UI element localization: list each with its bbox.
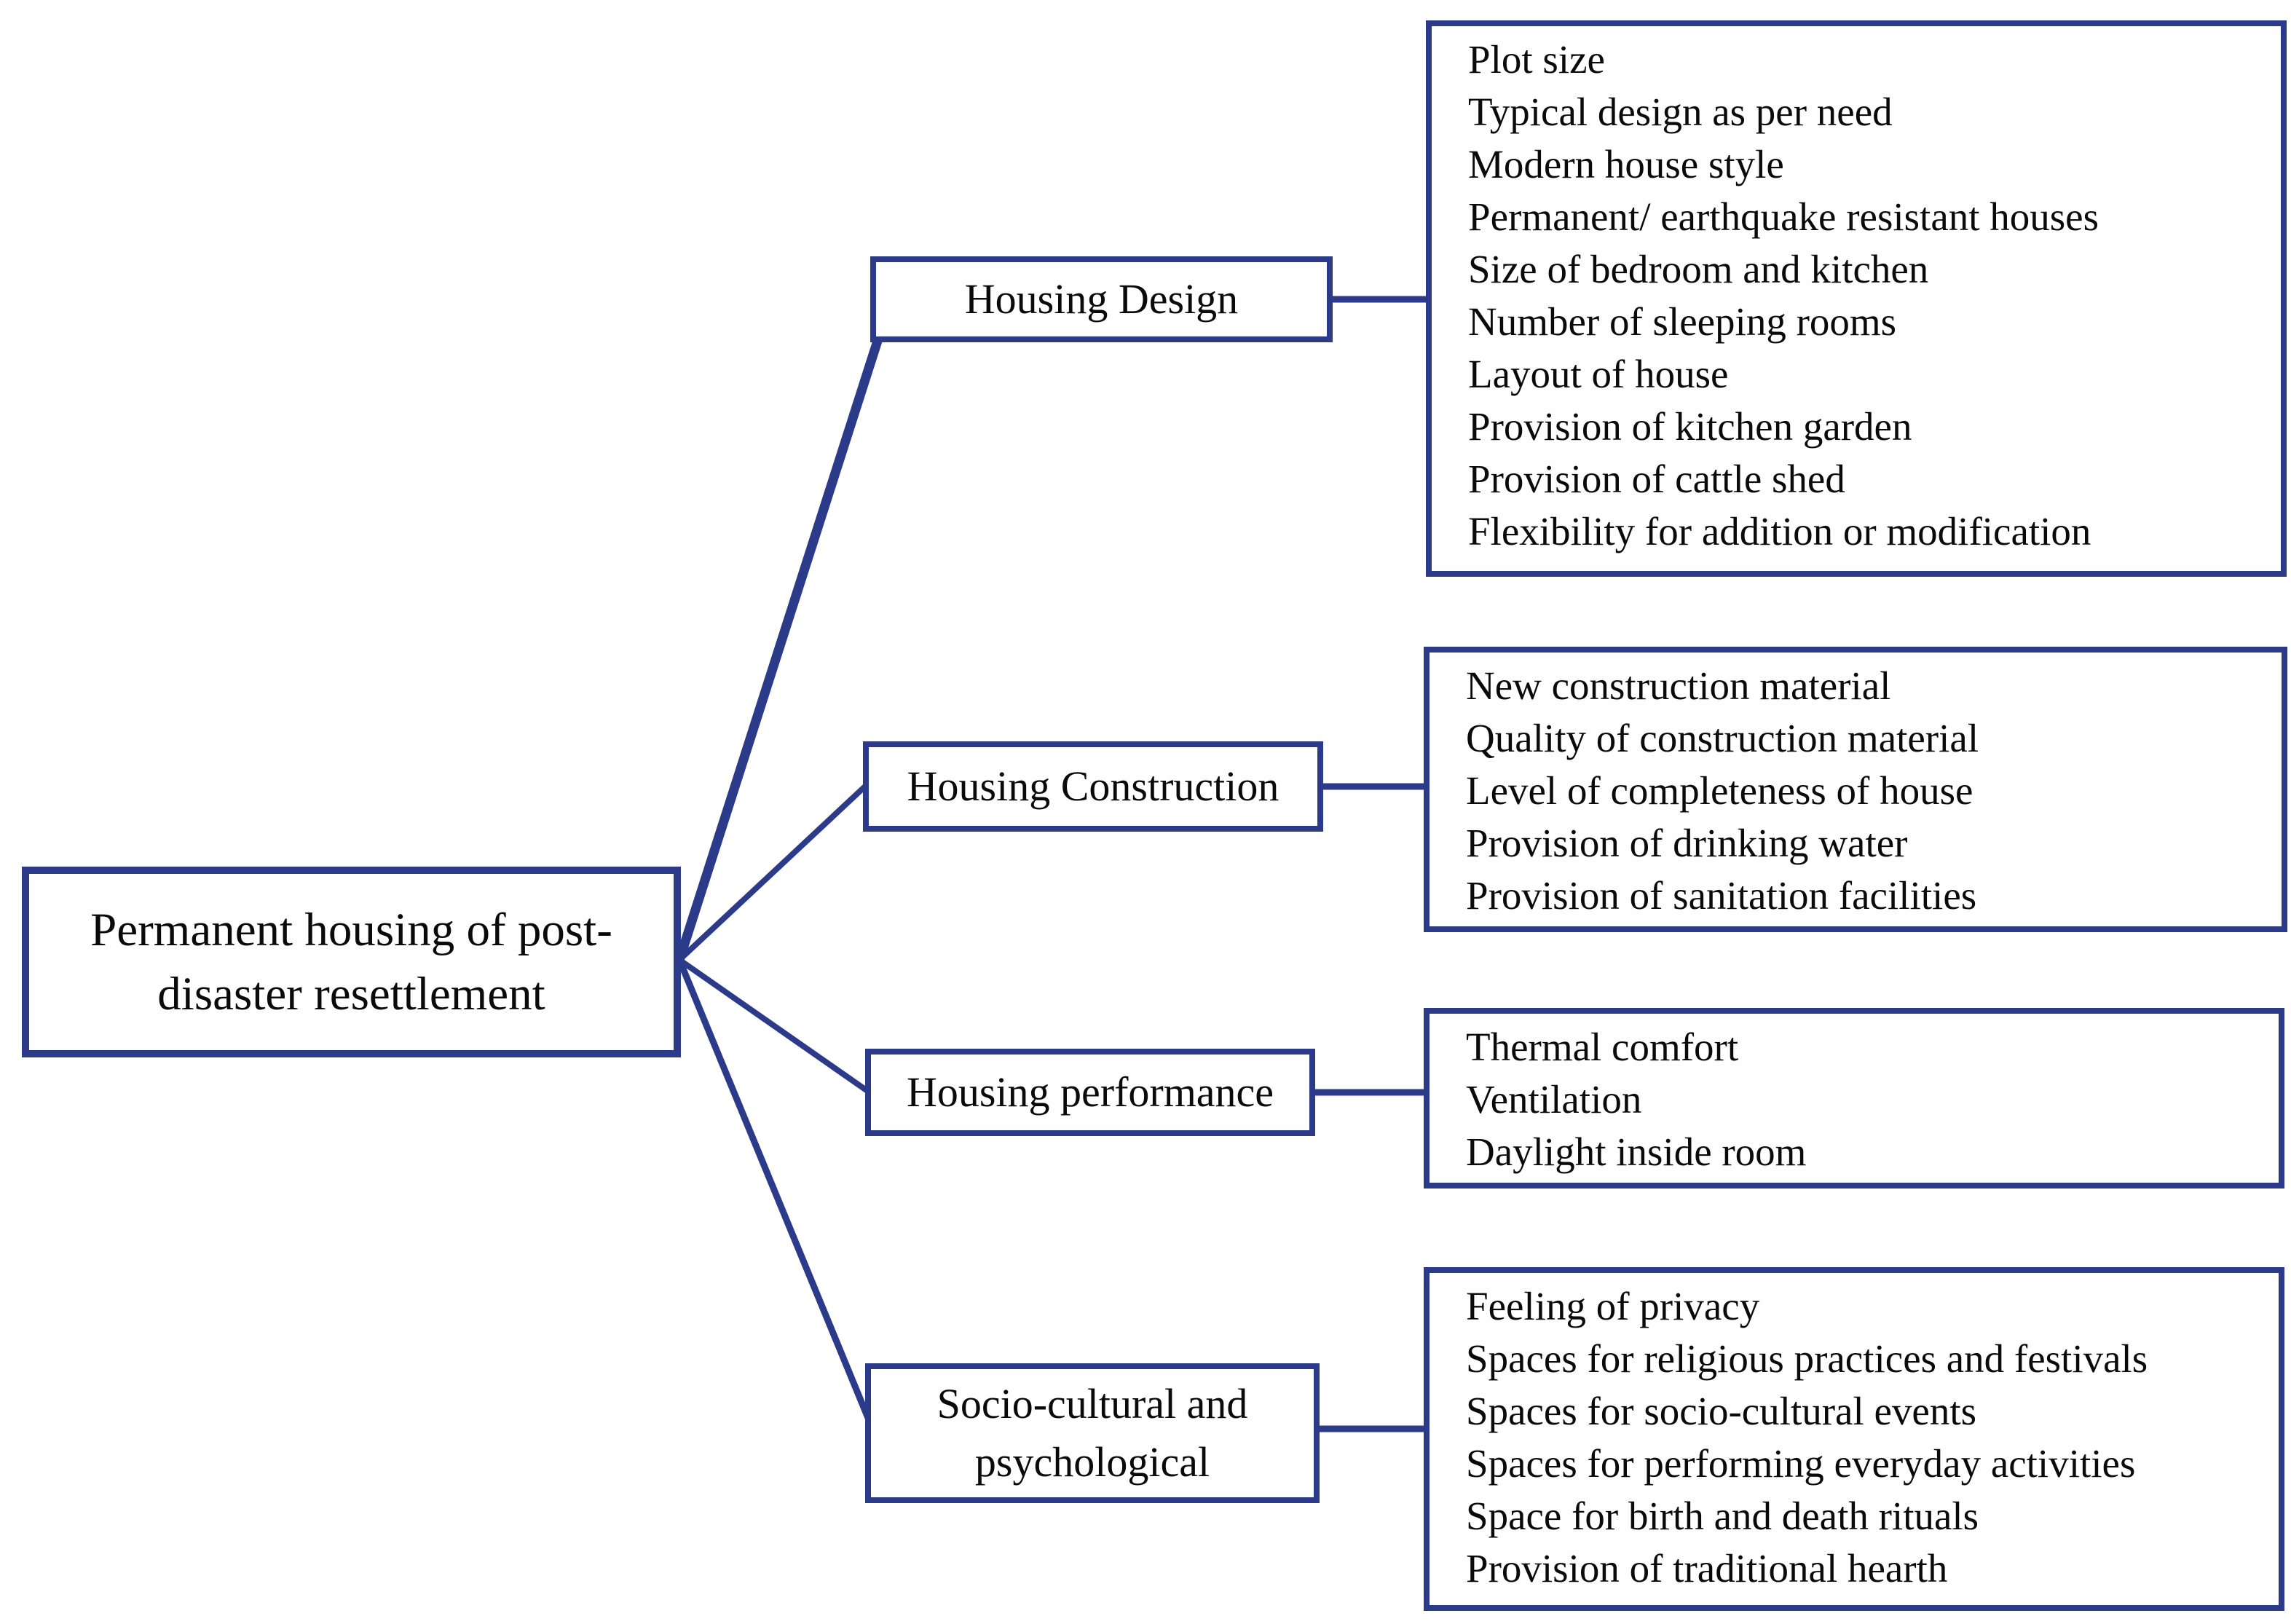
branch-node-socio-cultural: Socio-cultural and psychological — [865, 1363, 1320, 1503]
root-label: Permanent housing of post-disaster reset… — [90, 904, 612, 1020]
branch-label: Socio-cultural and psychological — [936, 1380, 1248, 1486]
connector-root-to-housing-performance — [677, 957, 872, 1095]
list-item: New construction material — [1466, 663, 1891, 708]
item-list: Thermal comfort Ventilation Daylight ins… — [1466, 1021, 2266, 1178]
list-item: Thermal comfort — [1466, 1025, 1739, 1069]
list-item: Quality of construction material — [1466, 716, 1979, 760]
list-item: Space for birth and death rituals — [1466, 1494, 1979, 1538]
items-box-housing-construction: New construction material Quality of con… — [1424, 647, 2287, 932]
connector-root-to-socio-cultural — [676, 958, 873, 1423]
list-item: Ventilation — [1466, 1077, 1642, 1122]
branch-label: Housing Design — [964, 275, 1239, 323]
list-item: Layout of house — [1468, 352, 1729, 396]
connector-root-to-housing-design — [674, 335, 884, 961]
list-item: Flexibility for addition or modification — [1468, 509, 2091, 553]
connector-root-to-housing-construction — [677, 781, 870, 962]
items-box-housing-performance: Thermal comfort Ventilation Daylight ins… — [1424, 1008, 2284, 1189]
list-item: Spaces for performing everyday activitie… — [1466, 1441, 2136, 1486]
list-item: Plot size — [1468, 37, 1605, 82]
list-item: Provision of drinking water — [1466, 821, 1908, 865]
list-item: Provision of cattle shed — [1468, 457, 1845, 501]
branch-node-housing-design: Housing Design — [870, 256, 1333, 342]
list-item: Provision of traditional hearth — [1466, 1546, 1948, 1591]
branch-node-housing-construction: Housing Construction — [863, 741, 1323, 832]
item-list: Plot size Typical design as per need Mod… — [1468, 33, 2268, 558]
list-item: Daylight inside room — [1466, 1130, 1807, 1174]
list-item: Number of sleeping rooms — [1468, 299, 1897, 344]
list-item: Permanent/ earthquake resistant houses — [1468, 194, 2099, 239]
list-item: Typical design as per need — [1468, 90, 1893, 134]
list-item: Provision of sanitation facilities — [1466, 873, 1977, 918]
items-box-housing-design: Plot size Typical design as per need Mod… — [1426, 20, 2287, 577]
branch-label: Housing performance — [906, 1068, 1274, 1116]
root-node: Permanent housing of post-disaster reset… — [22, 867, 681, 1057]
list-item: Provision of kitchen garden — [1468, 404, 1912, 449]
list-item: Modern house style — [1468, 142, 1784, 186]
list-item: Spaces for religious practices and festi… — [1466, 1336, 2148, 1381]
list-item: Spaces for socio-cultural events — [1466, 1389, 1977, 1433]
branch-label: Housing Construction — [907, 762, 1279, 810]
item-list: New construction material Quality of con… — [1466, 660, 2268, 922]
item-list: Feeling of privacy Spaces for religious … — [1466, 1280, 2266, 1595]
list-item: Feeling of privacy — [1466, 1284, 1760, 1328]
list-item: Size of bedroom and kitchen — [1468, 247, 1929, 291]
list-item: Level of completeness of house — [1466, 768, 1973, 813]
items-box-socio-cultural: Feeling of privacy Spaces for religious … — [1424, 1267, 2284, 1611]
branch-node-housing-performance: Housing performance — [865, 1049, 1315, 1136]
